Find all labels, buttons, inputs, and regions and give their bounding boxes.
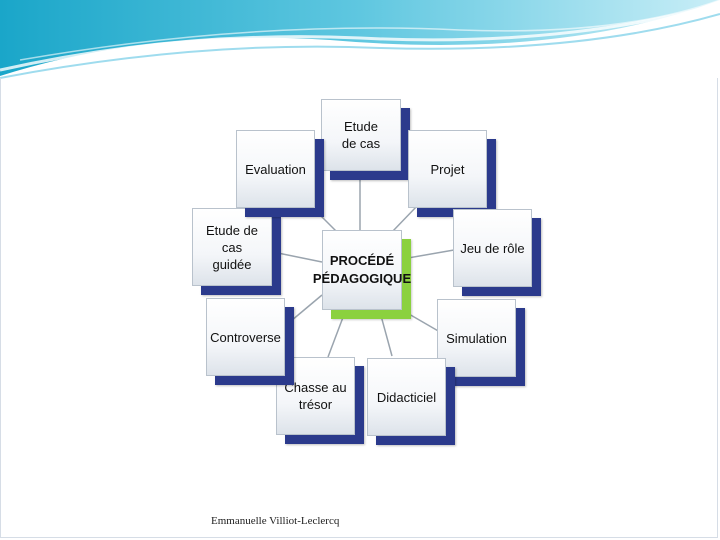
author-footer: Emmanuelle Villiot-Leclercq [211,515,340,527]
node-etude-de-cas-guidee: Etude de cas guidée [192,208,272,286]
node-projet: Projet [408,130,487,208]
node-label: Controverse [210,329,281,345]
node-label: Evaluation [245,161,306,177]
node-didacticiel: Didacticiel [367,358,446,436]
header-banner [0,0,720,79]
slide-frame [0,78,718,538]
node-controverse: Controverse [206,298,285,376]
node-label: Etude de cas [341,119,381,151]
node-label: Jeu de rôle [460,240,525,256]
center-node: PROCÉDÉ PÉDAGOGIQUE [313,230,411,310]
node-label: Chasse au trésor [284,380,347,412]
node-etude-de-cas: Etude de cas [321,99,401,171]
node-chasse-au-tresor: Chasse au trésor [276,357,355,435]
node-label: Simulation [446,330,507,346]
node-simulation: Simulation [437,299,516,377]
node-jeu-de-role: Jeu de rôle [453,209,532,287]
center-label: PROCÉDÉ PÉDAGOGIQUE [312,253,412,286]
node-label: Didacticiel [376,389,437,405]
node-label: Projet [430,161,465,177]
node-evaluation: Evaluation [236,130,315,208]
node-label: Etude de cas guidée [205,222,259,272]
